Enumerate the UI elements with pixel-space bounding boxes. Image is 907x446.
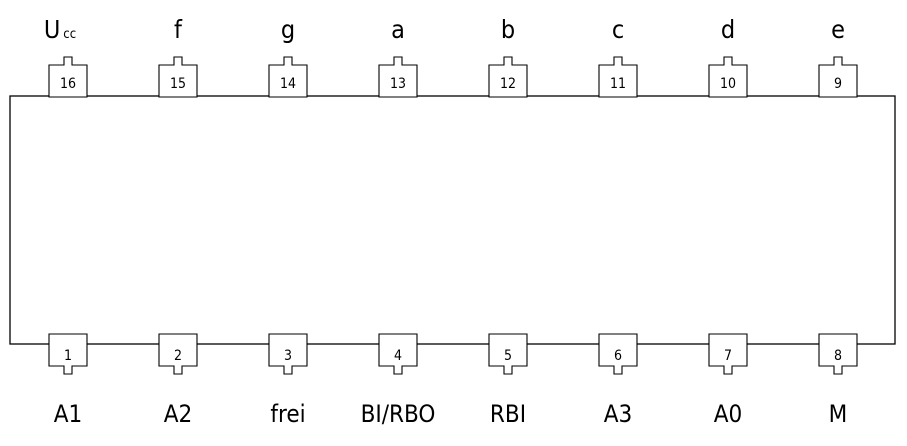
pin-number: 16 — [60, 76, 76, 92]
pin-number: 10 — [720, 76, 736, 92]
pin-7: 7A0 — [708, 333, 748, 428]
pin-number: 13 — [390, 76, 406, 92]
pin-number: 1 — [64, 348, 72, 364]
pin-16-outline — [48, 56, 88, 98]
pin-label: e — [831, 15, 845, 44]
pin-label: a — [391, 15, 405, 44]
pin-3: 3 frei — [268, 333, 308, 428]
pin-14: 14 g — [268, 15, 308, 98]
pin-4: 4BI/RBO — [361, 333, 436, 428]
pin-number: 15 — [170, 76, 186, 92]
pin-1: 1A1 — [48, 333, 88, 428]
pin-13-outline — [378, 56, 418, 98]
pin-number: 3 — [284, 348, 292, 364]
pin-12: 12 b — [488, 15, 528, 98]
pin-label: A3 — [604, 400, 633, 428]
pin-label: c — [612, 15, 624, 44]
pin-number: 14 — [280, 76, 296, 92]
pin-label: frei — [270, 400, 305, 428]
pin-2: 2A2 — [158, 333, 198, 428]
pin-12-outline — [488, 56, 528, 98]
pin-number: 11 — [610, 76, 626, 92]
pin-9: 9e — [818, 15, 858, 98]
pin-11: 11 c — [598, 15, 638, 98]
pin-13: 13 a — [378, 15, 418, 98]
pin-number: 9 — [834, 76, 842, 92]
pin-7-outline — [708, 333, 748, 375]
pin-14-outline — [268, 56, 308, 98]
pin-label: A1 — [54, 400, 83, 428]
pin-6-outline — [598, 333, 638, 375]
pin-3-outline — [268, 333, 308, 375]
pin-8-outline — [818, 333, 858, 375]
pin-10: 10 d — [708, 15, 748, 98]
pin-number: 2 — [174, 348, 182, 364]
chip-body — [9, 95, 896, 345]
pin-label: BI/RBO — [361, 400, 436, 428]
pin-number: 7 — [724, 348, 732, 364]
pin-label: d — [721, 15, 735, 44]
pin-15: 15 f — [158, 15, 198, 98]
pin-4-outline — [378, 333, 418, 375]
pin-5-outline — [488, 333, 528, 375]
pin-15-outline — [158, 56, 198, 98]
pin-11-outline — [598, 56, 638, 98]
pin-8: 8M — [818, 333, 858, 428]
pin-label: A0 — [714, 400, 743, 428]
pin-label: M — [829, 400, 848, 428]
pin-label: b — [501, 15, 515, 44]
pin-6: 6A3 — [598, 333, 638, 428]
pin-number: 5 — [504, 348, 512, 364]
pin-label: RBI — [490, 400, 526, 428]
pin-2-outline — [158, 333, 198, 375]
pin-1-outline — [48, 333, 88, 375]
pin-9-outline — [818, 56, 858, 98]
pin-number: 6 — [614, 348, 622, 364]
pin-label-subscript: cc — [63, 27, 76, 42]
pin-number: 12 — [500, 76, 516, 92]
pin-label: A2 — [164, 400, 193, 428]
pin-number: 8 — [834, 348, 842, 364]
pin-number: 4 — [394, 348, 402, 364]
pin-label: g — [281, 15, 295, 44]
pin-10-outline — [708, 56, 748, 98]
pin-label: f — [174, 15, 183, 44]
